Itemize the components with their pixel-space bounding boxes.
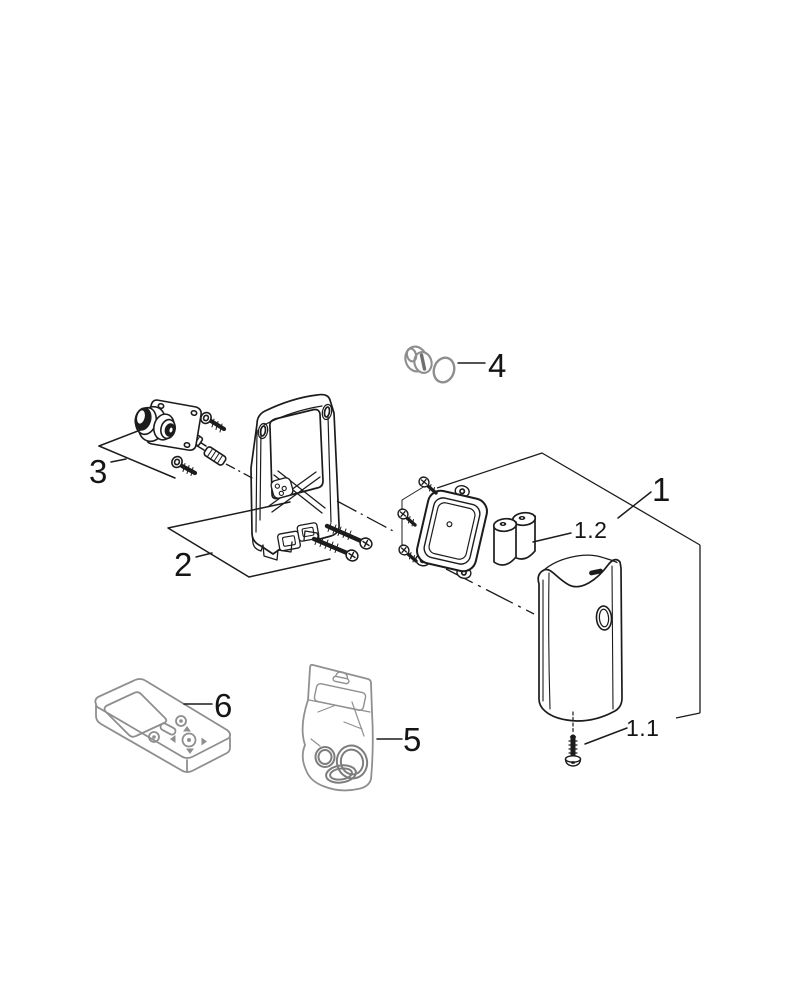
callout-label-4: 4	[488, 347, 507, 384]
mounting-screws	[311, 522, 373, 562]
callout-leader-lines	[98, 362, 652, 745]
group-1-outline	[436, 452, 701, 719]
mounting-screw-upper	[324, 522, 373, 550]
gasket-screw-1	[418, 476, 438, 495]
remote-button-top	[175, 715, 187, 727]
callout-label-2: 2	[174, 546, 193, 583]
remote-control	[94, 678, 232, 773]
gasket-screw-3	[398, 544, 418, 563]
cover-housing	[537, 554, 623, 722]
callout-label-5: 5	[403, 721, 422, 758]
mounting-screw-lower	[311, 535, 359, 562]
gasket-screw-2	[397, 508, 417, 527]
remote-pill-button	[159, 722, 177, 736]
seal-kit-bag	[301, 663, 374, 792]
callout-label-1-2: 1.2	[574, 517, 608, 543]
plug-with-o-ring	[404, 345, 456, 384]
leader-1-2	[532, 532, 572, 543]
cartridge-screw-lower	[171, 455, 198, 476]
cover-screw	[564, 711, 582, 767]
valve-cartridge	[134, 399, 227, 476]
leader-3-tick	[110, 458, 127, 463]
callout-label-1: 1	[652, 471, 671, 508]
mounting-plate	[250, 393, 340, 561]
batteries	[492, 511, 537, 566]
callout-label-3: 3	[89, 453, 108, 490]
leader-2-bracket	[167, 501, 331, 578]
cartridge-screw-upper	[200, 411, 227, 433]
callout-label-1-1: 1.1	[626, 715, 660, 741]
remote-dpad-arrows	[170, 726, 207, 754]
callout-label-6: 6	[214, 687, 233, 724]
bag-o-rings	[314, 744, 369, 784]
leader-1-1	[584, 727, 628, 745]
leader-3-upper	[98, 428, 144, 447]
remote-button-left	[148, 731, 160, 743]
leader-1	[617, 491, 652, 519]
gasket-frame	[397, 476, 488, 580]
remote-dpad-center	[181, 732, 197, 748]
leader-3-lower	[98, 445, 176, 479]
